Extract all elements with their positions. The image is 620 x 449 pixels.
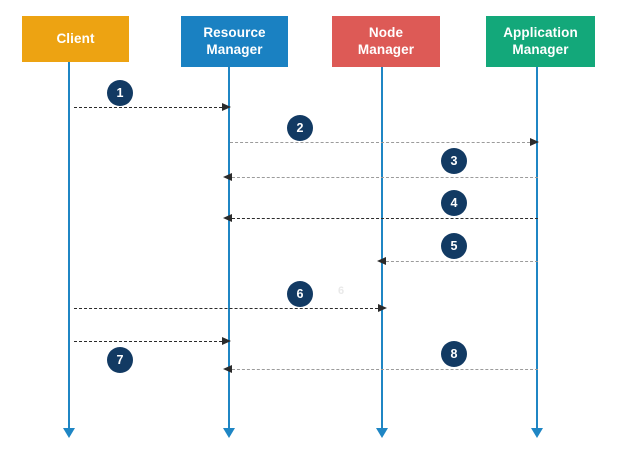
step-badge-2[interactable]: 2: [287, 115, 313, 141]
ghost-number-artifact: 6: [338, 285, 345, 297]
actor-box-client[interactable]: Client: [22, 16, 129, 62]
message-arrowhead-7: [222, 337, 231, 345]
lifeline-client: [68, 62, 70, 428]
message-line-3: [232, 177, 538, 178]
message-arrowhead-8: [223, 365, 232, 373]
lifeline-arrow-node-manager: [375, 428, 388, 438]
step-badge-1[interactable]: 1: [107, 80, 133, 106]
step-badge-label: 7: [116, 353, 124, 367]
message-arrowhead-4: [223, 214, 232, 222]
lifeline-arrow-application-manager: [530, 428, 543, 438]
step-badge-label: 5: [450, 239, 458, 253]
step-badge-label: 4: [450, 196, 458, 210]
step-badge-8[interactable]: 8: [441, 341, 467, 367]
step-badge-4[interactable]: 4: [441, 190, 467, 216]
lifeline-arrow-resource-manager: [222, 428, 235, 438]
message-arrowhead-3: [223, 173, 232, 181]
step-badge-3[interactable]: 3: [441, 148, 467, 174]
lifeline-node-manager: [381, 67, 383, 428]
message-line-8: [232, 369, 538, 370]
message-line-2: [230, 142, 530, 143]
message-arrowhead-1: [222, 103, 231, 111]
message-line-1: [74, 107, 222, 108]
step-badge-5[interactable]: 5: [441, 233, 467, 259]
step-badge-label: 6: [296, 287, 304, 301]
step-badge-label: 2: [296, 121, 304, 135]
lifeline-application-manager: [536, 67, 538, 428]
step-badge-label: 8: [450, 347, 458, 361]
message-arrowhead-2: [530, 138, 539, 146]
message-line-5: [386, 261, 538, 262]
step-badge-7[interactable]: 7: [107, 347, 133, 373]
message-arrowhead-6: [378, 304, 387, 312]
lifeline-arrow-client: [62, 428, 75, 438]
message-arrowhead-5: [377, 257, 386, 265]
actor-label-client: Client: [56, 30, 95, 46]
step-badge-label: 3: [450, 154, 458, 168]
step-badge-label: 1: [116, 86, 124, 100]
message-line-7: [74, 341, 222, 342]
message-line-4: [232, 218, 538, 219]
message-line-6: [74, 308, 378, 309]
step-badge-6[interactable]: 6: [287, 281, 313, 307]
lifeline-resource-manager: [228, 67, 230, 428]
